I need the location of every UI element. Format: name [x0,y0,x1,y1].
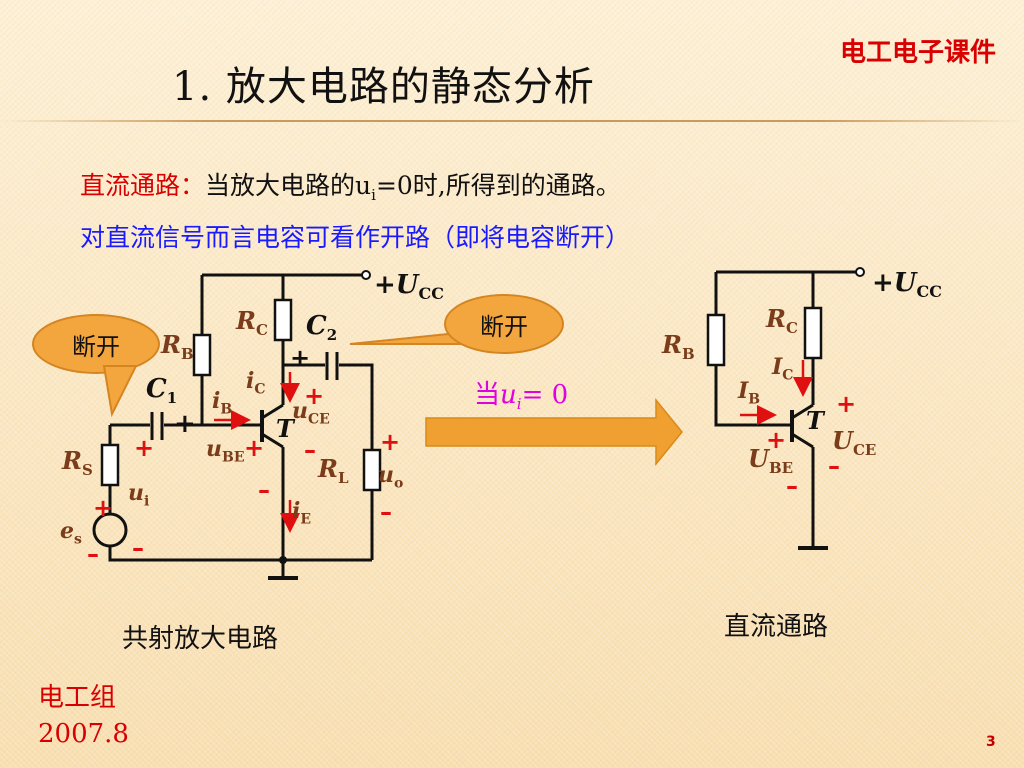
footer-group: 电工组 [38,683,117,713]
rb-label-dc: RB [662,330,695,363]
dc-path-text-post: =0时,所得到的通路。 [375,171,621,200]
title-divider [0,120,1024,122]
c1-capacitor [150,412,164,440]
dc-path-circuit: + – + – [706,267,865,550]
svg-text:+: + [304,382,324,410]
page-number: 3 [986,734,996,750]
ib-label: iB [212,388,233,418]
svg-text:+: + [134,434,154,462]
es-label: es [60,518,82,548]
ic-label: iC [246,368,266,398]
transistor-label: T [276,414,294,443]
rc-label-dc: RC [766,304,798,337]
svg-text:–: – [87,540,99,568]
svg-text:–: – [132,534,144,562]
svg-text:–: – [828,452,840,480]
c1-label: C1 [146,374,178,408]
svg-text:+: + [766,426,786,454]
ib-label-dc: IB [738,378,761,408]
dc-path-definition: 直流通路：当放大电路的ui=0时,所得到的通路。 [80,166,621,204]
svg-text:+: + [93,494,113,522]
ic-label-dc: IC [772,354,794,384]
dc-path-text-pre: 当放大电路的u [205,171,372,200]
uce-label: uCE [292,398,330,428]
common-emitter-circuit: + + + + – – + – + – + – [87,270,400,580]
svg-text:–: – [786,472,798,500]
svg-text:+: + [290,344,310,372]
open-callout-left: 断开 [32,314,160,374]
vcc-label-dc: +UCC [872,268,942,302]
transform-arrow [425,397,683,467]
rc-resistor [273,298,293,342]
ube-label-dc: UBE [748,444,794,477]
rc-resistor-dc [803,306,823,360]
courseware-label: 电工电子课件 [839,38,996,68]
svg-text:+: + [380,428,400,456]
svg-text:–: – [258,476,270,504]
footer-date: 2007.8 [38,719,129,749]
open-callout-right: 断开 [444,294,564,354]
uce-label-dc: UCE [832,426,877,459]
c2-label: C2 [306,311,338,345]
ube-label: uBE [206,436,245,466]
dc-path-label: 直流通路： [80,171,206,200]
rs-label: RS [62,446,93,479]
ie-label: iE [292,498,312,528]
caption-common-emitter: 共射放大电路 [122,624,279,654]
caption-dc-path: 直流通路 [724,612,829,642]
rl-label: RL [318,454,349,487]
capacitor-open-note: 对直流信号而言电容可看作开路（即将电容断开） [80,223,631,252]
rb-resistor [192,333,212,377]
rb-resistor-dc [706,313,726,367]
rs-resistor [100,443,120,487]
transistor-label-dc: T [806,406,824,435]
ui-label: ui [128,480,150,510]
svg-text:–: – [304,436,316,464]
c2-capacitor [325,352,339,380]
svg-text:+: + [174,409,196,439]
svg-text:–: – [380,498,392,526]
vcc-label: +UCC [374,270,444,304]
svg-text:+: + [836,390,856,418]
slide-title: 1. 放大电路的静态分析 [172,64,595,110]
rb-label: RB [161,330,194,363]
svg-text:+: + [244,434,264,462]
rc-label: RC [236,306,268,339]
dc-path-text-sub: i [371,186,376,204]
footer-credit: 电工组 2007.8 [38,680,129,752]
uo-label: uo [378,462,404,492]
ui-zero-condition: 当ui= 0 [474,380,569,414]
